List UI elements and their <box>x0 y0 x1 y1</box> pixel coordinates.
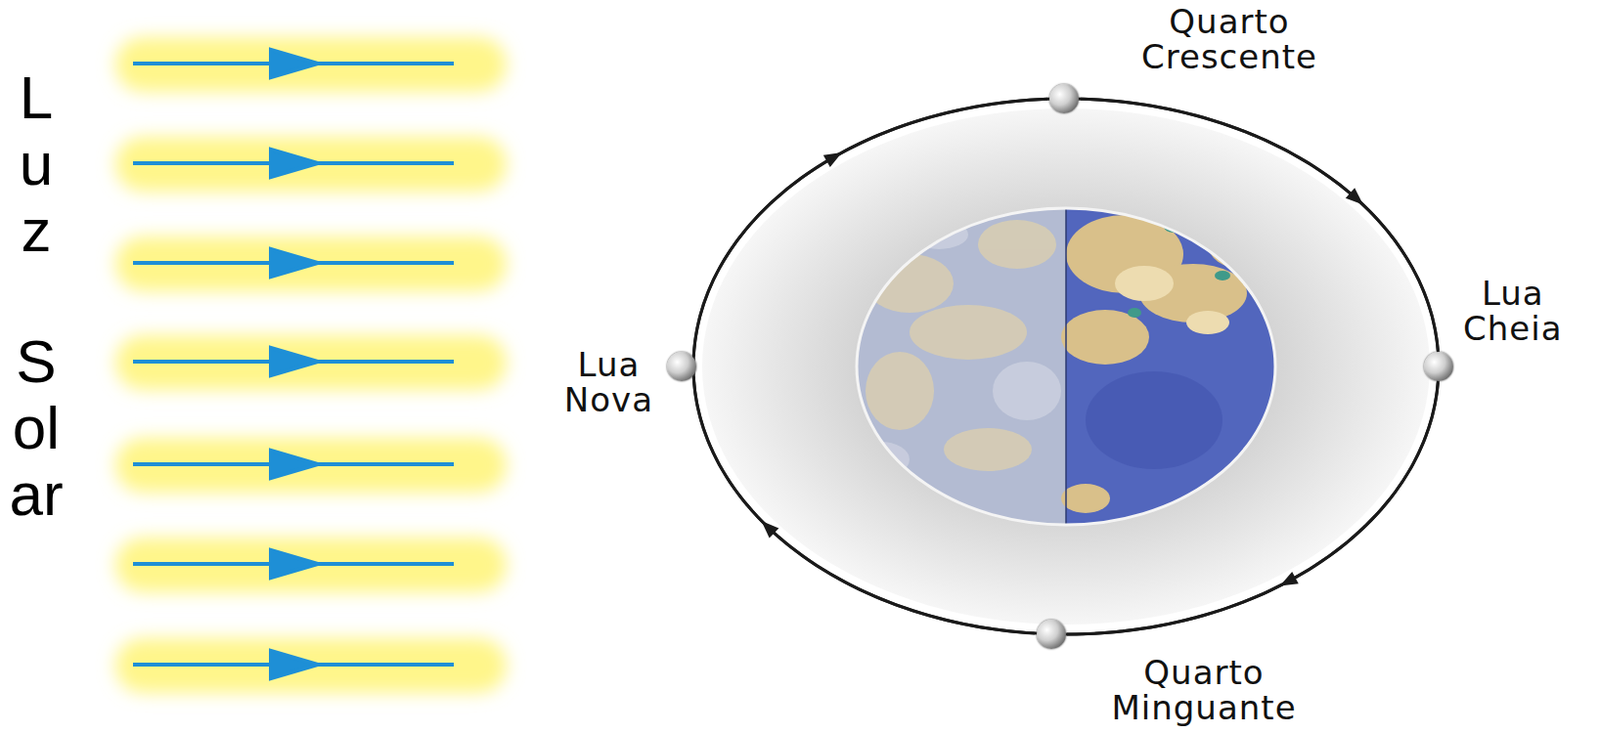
vertical-label: Luz <box>5 64 67 265</box>
ray-arrowhead <box>270 49 318 78</box>
phase-label: Lua Nova <box>564 347 654 418</box>
orbit-segment <box>693 98 1048 356</box>
moon: Lua Nova <box>666 352 697 382</box>
orbit-arrow <box>693 98 1048 356</box>
sunlight-glow <box>115 37 507 694</box>
orbit-segment <box>1080 98 1439 351</box>
orbit-segment <box>1066 382 1438 635</box>
ray-arrowhead <box>270 550 318 578</box>
orbit-arrow <box>1066 382 1438 635</box>
vertical-label: Solar <box>5 328 67 529</box>
ray-arrowhead <box>270 348 318 376</box>
ray-arrowhead <box>270 450 318 479</box>
halo <box>702 108 1430 625</box>
orbit <box>693 98 1439 635</box>
arrowhead <box>761 521 780 539</box>
ray-arrowhead <box>270 249 318 277</box>
orbit-arrow <box>1080 98 1439 351</box>
phase-label: Quarto Crescente <box>1141 3 1318 75</box>
earth-rim <box>856 208 1276 526</box>
earth <box>850 205 1282 529</box>
moon: Quarto Crescente <box>1049 84 1079 114</box>
moon: Quarto Minguante <box>1036 620 1067 650</box>
orbit-arrow <box>693 376 1035 634</box>
orbit-segment <box>693 376 1035 634</box>
ray-arrowhead <box>270 651 318 679</box>
arrowhead <box>1280 572 1299 587</box>
phase-label: Lua Cheia <box>1463 275 1562 347</box>
ray-arrowhead <box>270 149 318 178</box>
sun-rays <box>133 49 454 679</box>
moon: Lua Cheia <box>1423 352 1454 382</box>
arrowhead <box>823 152 843 168</box>
phase-label: Quarto Minguante <box>1111 655 1296 726</box>
arrowhead <box>1345 187 1364 205</box>
